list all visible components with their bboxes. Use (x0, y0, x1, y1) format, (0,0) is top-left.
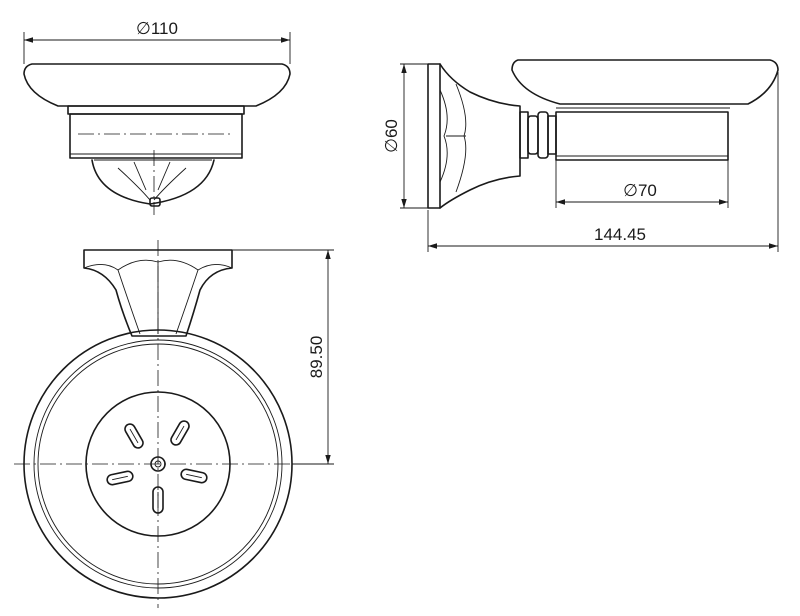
top-view: ∅110 (23, 19, 291, 215)
dim-side-length: 144.45 (594, 225, 646, 244)
side-view: ∅60 ∅70 144.45 (382, 59, 779, 252)
top-view-collar (67, 105, 245, 115)
side-view-wall-plate (427, 63, 441, 209)
top-view-screw (149, 197, 161, 207)
dim-top-diameter: ∅110 (136, 19, 178, 38)
top-view-cup (69, 113, 243, 159)
dim-side-cup-diameter: ∅70 (623, 181, 657, 200)
dim-side-height: ∅60 (382, 119, 401, 153)
side-view-dish (511, 59, 779, 105)
front-view-drain-slots (106, 420, 208, 514)
side-view-cup (555, 111, 729, 161)
front-view-wall-plate (83, 249, 233, 337)
side-view-neck (519, 111, 529, 159)
dim-front-height: 89.50 (307, 336, 326, 379)
front-view: 89.50 (14, 240, 334, 608)
top-view-dish (23, 63, 291, 107)
